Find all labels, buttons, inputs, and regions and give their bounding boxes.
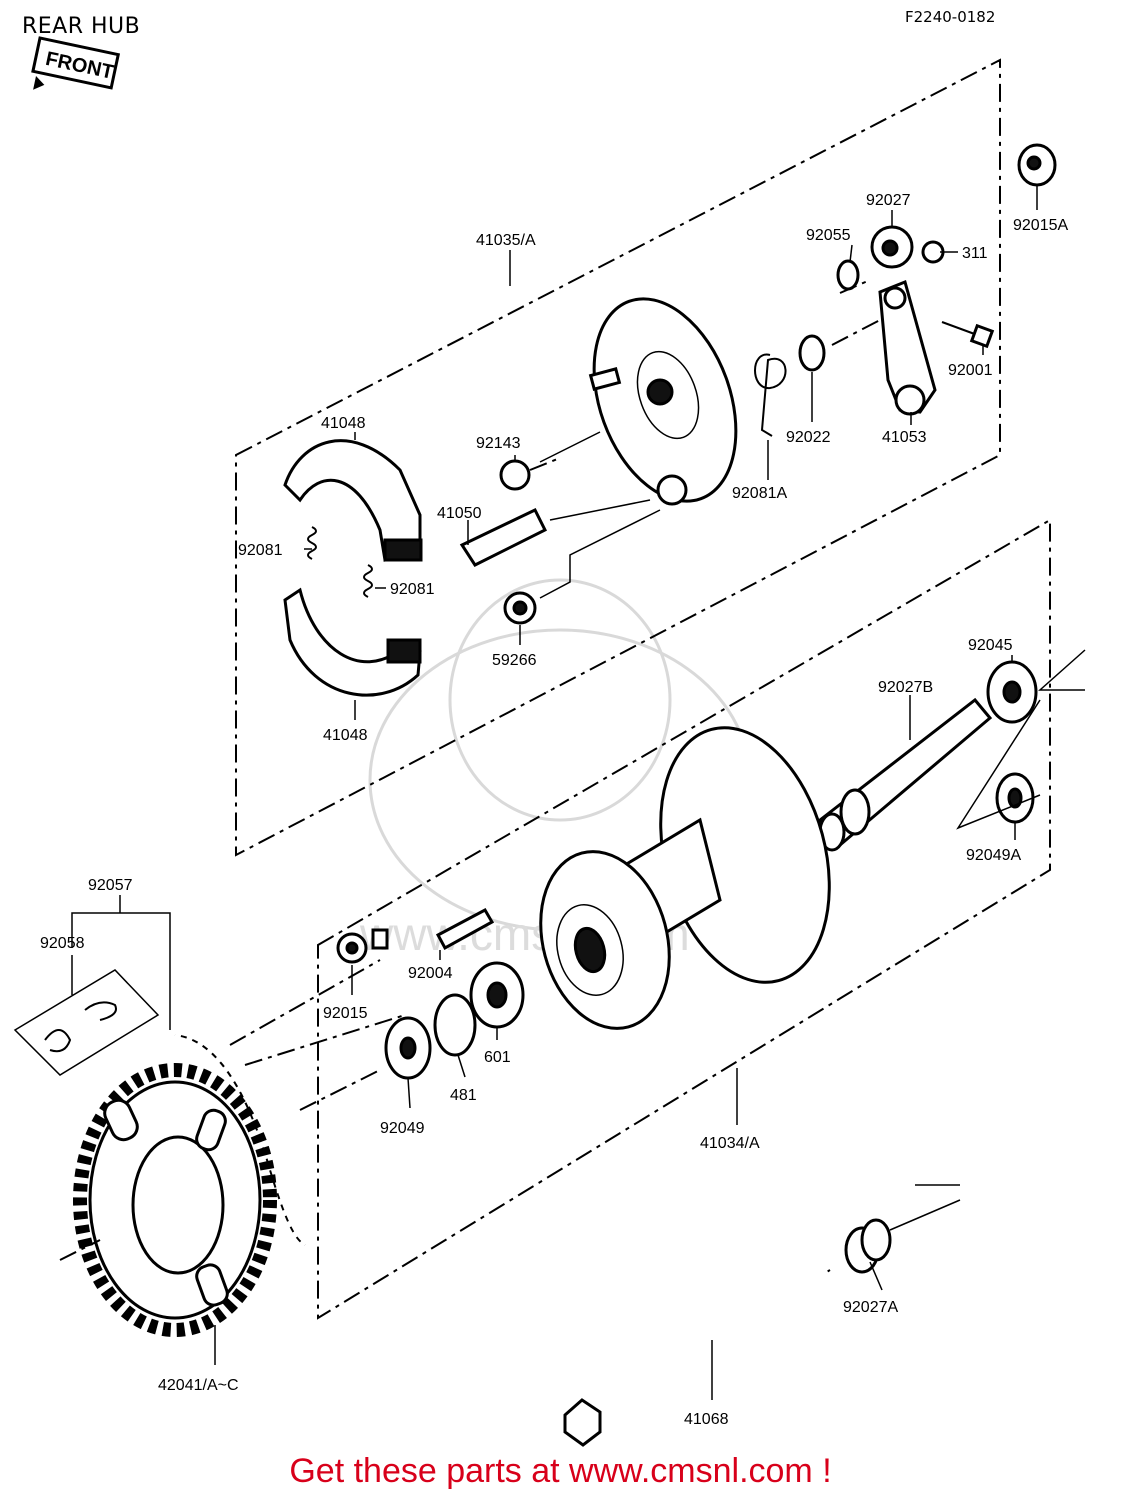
nut-92027	[870, 225, 914, 269]
label-92058: 92058	[40, 935, 85, 952]
brake-cam-41050	[459, 499, 651, 567]
seal-92049A	[995, 772, 1035, 824]
label-92022: 92022	[786, 429, 831, 446]
label-92027A: 92027A	[843, 1299, 898, 1316]
label-92081-right: 92081	[390, 581, 435, 598]
bolt-92001	[941, 321, 995, 349]
label-92143: 92143	[476, 435, 521, 452]
nut-92015	[336, 928, 389, 964]
part-labels: 92015A 92027 92055 311 41035/A 92001 410…	[40, 192, 1068, 1428]
brake-panel-group-outline	[235, 58, 1001, 857]
collar-92143	[499, 431, 601, 491]
label-92004: 92004	[408, 965, 453, 982]
spring-92081-right	[363, 564, 373, 598]
label-92015: 92015	[323, 1005, 368, 1022]
label-92081A: 92081A	[732, 485, 787, 502]
seal-92049	[384, 1016, 432, 1080]
hub-group-outline	[317, 518, 1051, 1320]
leader-lines	[59, 185, 1038, 1400]
brake-shoe-upper	[283, 439, 423, 562]
rear-sprocket-42041	[73, 1063, 277, 1337]
washer-92022	[798, 334, 826, 372]
master-link-92058	[13, 969, 160, 1076]
spring-92081-left	[307, 526, 317, 560]
label-92027B: 92027B	[878, 679, 933, 696]
label-41050: 41050	[437, 505, 482, 522]
label-92027: 92027	[866, 192, 911, 209]
diagram-code: F2240-0182	[905, 8, 996, 26]
label-92045: 92045	[968, 637, 1013, 654]
label-311: 311	[962, 245, 988, 262]
label-41053: 41053	[882, 429, 927, 446]
footer-link-text[interactable]: Get these parts at www.cmsnl.com !	[289, 1452, 832, 1490]
stud-92004	[435, 907, 495, 951]
brake-cam-lever	[878, 279, 937, 416]
brake-shoe-lower	[283, 587, 422, 697]
page-title: REAR HUB	[22, 14, 141, 39]
bearing-601	[469, 961, 525, 1029]
bearing-92045	[986, 660, 1038, 724]
label-92049A: 92049A	[966, 847, 1021, 864]
label-59266: 59266	[492, 652, 537, 669]
collar-92027A	[844, 1218, 892, 1274]
spring-92081A	[754, 353, 787, 437]
nut-92015A	[1017, 143, 1057, 187]
label-41048-lower: 41048	[323, 727, 368, 744]
label-92001: 92001	[948, 362, 993, 379]
axle-sleeve-92027B	[817, 697, 993, 852]
front-direction-badge: FRONT	[31, 36, 121, 90]
rear-hub-drum	[539, 726, 831, 1030]
circlip-481	[433, 993, 477, 1057]
seal-59266	[503, 509, 661, 625]
label-41068: 41068	[684, 1411, 729, 1428]
label-41048-upper: 41048	[321, 415, 366, 432]
label-42041: 42041/A~C	[158, 1377, 239, 1394]
label-92049: 92049	[380, 1120, 425, 1137]
label-92057: 92057	[88, 877, 133, 894]
label-92055: 92055	[806, 227, 851, 244]
label-601: 601	[484, 1049, 511, 1066]
label-41034A: 41034/A	[700, 1135, 760, 1152]
brake-panel	[588, 297, 738, 506]
label-41035A: 41035/A	[476, 232, 536, 249]
label-481: 481	[450, 1087, 477, 1104]
label-92015A: 92015A	[1013, 217, 1068, 234]
label-92081-left: 92081	[238, 542, 283, 559]
rear-axle-41068	[563, 1269, 831, 1447]
o-ring-92055	[836, 259, 860, 291]
